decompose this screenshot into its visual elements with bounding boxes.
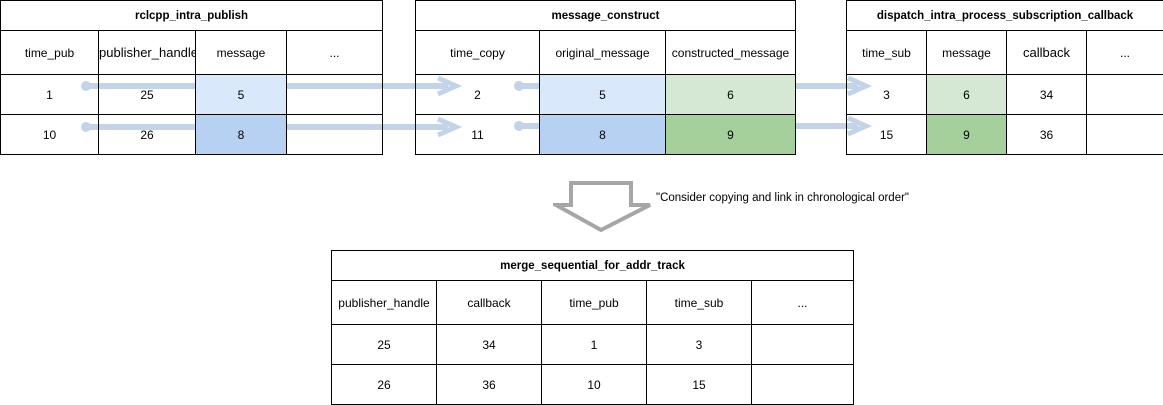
column-header: time_sub: [846, 30, 927, 75]
column-header: time_pub: [541, 280, 647, 325]
table-cell: 3: [846, 74, 927, 115]
table-cell: 34: [436, 324, 542, 365]
table-cell: 5: [539, 74, 666, 115]
table-row: 25 34 1 3: [331, 324, 855, 365]
table-cell: 26: [98, 114, 196, 155]
column-header: ...: [285, 30, 384, 75]
table-rclcpp-intra-publish: rclcpp_intra_publish time_pub publisher_…: [0, 0, 384, 155]
table-cell: 8: [195, 114, 287, 155]
table-cell: 25: [331, 324, 437, 365]
table-title: dispatch_intra_process_subscription_call…: [845, 0, 1163, 31]
table-cell: 36: [1006, 114, 1087, 155]
table-cell: 10: [541, 364, 647, 405]
table-cell: [285, 114, 384, 155]
column-header: ...: [750, 280, 855, 325]
table-cell: [1085, 74, 1163, 115]
column-header: constructed_message: [665, 30, 796, 75]
table-cell: 9: [665, 114, 796, 155]
table-message-construct: message_construct time_copy original_mes…: [415, 0, 796, 155]
table-row: 2 5 6: [415, 74, 796, 115]
table-cell: 5: [195, 74, 287, 115]
column-header: time_sub: [646, 280, 752, 325]
column-header: ...: [1085, 30, 1163, 75]
table-cell: 1: [0, 74, 99, 115]
table-cell: [750, 324, 855, 365]
column-header: publisher_handle: [331, 280, 437, 325]
column-header: message: [926, 30, 1007, 75]
table-cell: 10: [0, 114, 99, 155]
table-cell: [285, 74, 384, 115]
arrow-down-icon: [553, 181, 651, 233]
column-header: message: [195, 30, 287, 75]
table-cell: 15: [646, 364, 752, 405]
table-title: merge_sequential_for_addr_track: [330, 250, 855, 281]
table-cell: 1: [541, 324, 647, 365]
table-cell: 26: [331, 364, 437, 405]
column-header: callback: [436, 280, 542, 325]
table-cell: 6: [926, 74, 1007, 115]
table-dispatch-intra-process-subscription-callback: dispatch_intra_process_subscription_call…: [845, 0, 1163, 155]
table-cell: 11: [415, 114, 540, 155]
column-header: publisher_handle: [98, 30, 196, 75]
table-row: 1 25 5: [0, 74, 384, 115]
table-title: message_construct: [415, 0, 796, 31]
column-header: original_message: [539, 30, 666, 75]
table-cell: 8: [539, 114, 666, 155]
table-cell: 9: [926, 114, 1007, 155]
table-row: 3 6 34: [846, 74, 1163, 115]
note-text: "Consider copying and link in chronologi…: [656, 192, 909, 204]
table-merge-sequential-for-addr-track: merge_sequential_for_addr_track publishe…: [330, 250, 855, 405]
table-row: 11 8 9: [415, 114, 796, 155]
column-header: callback: [1006, 30, 1087, 75]
table-cell: [750, 364, 855, 405]
table-cell: 2: [415, 74, 540, 115]
table-cell: 15: [846, 114, 927, 155]
table-cell: 25: [98, 74, 196, 115]
table-row: 10 26 8: [0, 114, 384, 155]
table-row: 26 36 10 15: [331, 364, 855, 405]
table-cell: 6: [665, 74, 796, 115]
table-title: rclcpp_intra_publish: [0, 0, 384, 31]
column-header: time_copy: [415, 30, 540, 75]
table-row: 15 9 36: [846, 114, 1163, 155]
table-cell: 3: [646, 324, 752, 365]
table-cell: 36: [436, 364, 542, 405]
column-header: time_pub: [0, 30, 99, 75]
table-cell: 34: [1006, 74, 1087, 115]
table-cell: [1085, 114, 1163, 155]
